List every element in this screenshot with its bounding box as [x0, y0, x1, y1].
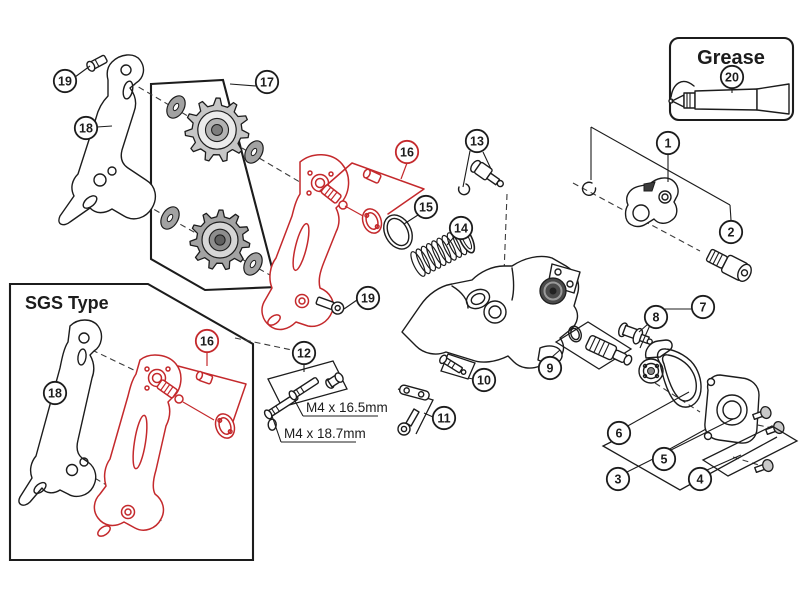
plate-bushing-and-cap-sgs-red [177, 365, 247, 439]
callout-number: 5 [661, 452, 668, 466]
callout-number: 12 [297, 346, 311, 360]
dimension-label-16-5: M4 x 16.5mm [306, 400, 388, 415]
spring-cover-plate [703, 374, 760, 444]
callout-17: 17 [254, 69, 280, 95]
callout-number: 16 [400, 145, 414, 159]
callout-7: 7 [690, 294, 716, 320]
callout-9: 9 [537, 355, 563, 381]
callout-1: 1 [655, 130, 681, 156]
callout-18: 18 [73, 115, 99, 141]
snap-ring [581, 181, 597, 196]
callout-19: 19 [52, 68, 78, 94]
cable-adjust-barrel-group [554, 321, 633, 370]
callout-number: 1 [665, 136, 672, 150]
callout-20: 20 [719, 64, 745, 90]
cover-gasket [656, 348, 702, 408]
grease-tube [668, 80, 790, 115]
cable-fixing-bolt [457, 159, 504, 196]
callout-number: 18 [79, 121, 93, 135]
cage-stopper-screw-mid [315, 296, 345, 315]
callout-15: 15 [413, 194, 439, 220]
tension-pulley [189, 209, 251, 271]
dimension-label-18-7: M4 x 18.7mm [284, 426, 366, 441]
callout-12: 12 [291, 340, 317, 366]
pulley-group-box [149, 78, 279, 292]
pulley-washer [160, 95, 264, 276]
sgs-box-title: SGS Type [25, 293, 109, 313]
callout-2: 2 [718, 219, 744, 245]
callout-number: 8 [653, 310, 660, 324]
guide-pulley [184, 97, 250, 163]
callout-number: 19 [58, 74, 72, 88]
callout-number: 10 [477, 373, 491, 387]
callout-number: 19 [361, 291, 375, 305]
callout-11: 11 [431, 405, 457, 431]
callout-19: 19 [355, 285, 381, 311]
o-ring-seal [383, 214, 413, 250]
callout-4: 4 [687, 466, 713, 492]
cage-stopper-screw-top [86, 54, 108, 72]
callout-number: 9 [547, 361, 554, 375]
callout-number: 4 [697, 472, 704, 486]
callout-number: 11 [437, 411, 450, 425]
sgs-inset-box [8, 282, 255, 562]
cable-plate-bolt-group [397, 384, 434, 436]
callout-5: 5 [651, 446, 677, 472]
callout-number: 2 [728, 225, 735, 239]
outer-plate-top [58, 54, 157, 226]
grease-box-title: Grease [697, 47, 765, 69]
callout-number: 18 [48, 386, 62, 400]
bottom-right-group-lines [601, 425, 799, 491]
derailleur-body [401, 255, 581, 369]
plate-bushing-and-cap-red [319, 162, 425, 234]
cover-screws [752, 405, 785, 474]
callout-8: 8 [643, 304, 669, 330]
callout-number: 20 [725, 70, 739, 84]
callout-number: 7 [700, 300, 707, 314]
callout-number: 3 [615, 472, 622, 486]
callout-number: 6 [616, 426, 623, 440]
grease-inset-box [668, 36, 795, 122]
stroke-adjust-bolt-group [439, 353, 476, 380]
bracket-axle-bolt [705, 248, 752, 282]
callout-3: 3 [605, 466, 631, 492]
bolt-bushing [325, 372, 344, 389]
callout-14: 14 [448, 215, 474, 241]
callout-number: 17 [260, 75, 274, 89]
callout-13: 13 [464, 128, 490, 154]
outer-plate-sgs-red [93, 354, 184, 537]
bolt-m4x165 [288, 377, 320, 401]
callout-number: 15 [419, 200, 433, 214]
callout-number: 13 [470, 134, 484, 148]
bracket-axle-unit [624, 177, 679, 228]
mounting-bolts-group [263, 360, 348, 431]
callout-number: 16 [200, 334, 214, 348]
callout-leader-lines [74, 65, 742, 473]
callout-18: 18 [42, 380, 68, 406]
callout-6: 6 [606, 420, 632, 446]
callout-16: 16 [394, 139, 420, 165]
inner-plate-sgs [18, 319, 103, 506]
callout-number: 14 [454, 221, 468, 235]
callout-16: 16 [194, 328, 220, 354]
pulley-cam-arm [638, 339, 673, 384]
bracket-axle-group-lines [590, 126, 732, 221]
callout-10: 10 [471, 367, 497, 393]
